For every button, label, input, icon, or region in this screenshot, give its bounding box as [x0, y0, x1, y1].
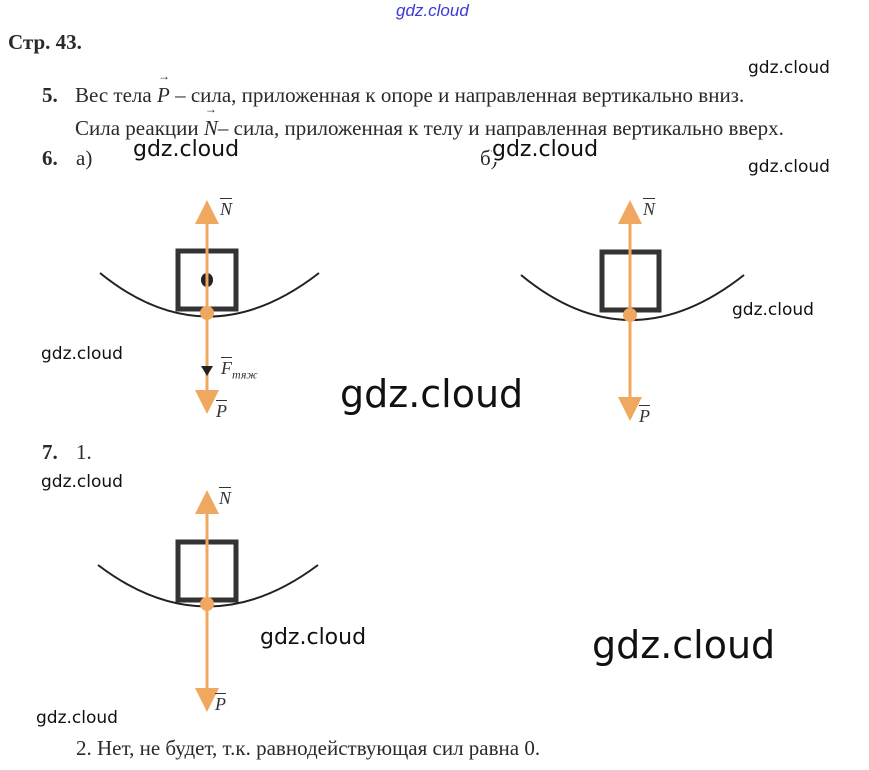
task7-item1: 1.: [76, 440, 92, 464]
text: Вес тела: [75, 83, 152, 107]
label-p: P: [215, 694, 226, 715]
label-text: N: [219, 488, 232, 508]
page-heading: Стр. 43.: [8, 30, 82, 54]
label-text: P: [216, 401, 227, 421]
label-p: P: [639, 406, 650, 427]
label-text: P: [639, 406, 650, 426]
label-subscript: тяж: [232, 367, 258, 382]
task7-number: 7.: [42, 440, 58, 464]
watermark: gdz.cloud: [260, 625, 367, 650]
text: – сила, приложенная к телу и направленна…: [217, 116, 784, 140]
contact-point: [623, 308, 637, 322]
task5-line2: Сила реакции N– сила, приложенная к телу…: [75, 102, 784, 141]
text: Сила реакции: [75, 116, 199, 140]
diagram-6a: [99, 200, 320, 414]
diagram-7: [97, 490, 319, 712]
watermark: gdz.cloud: [592, 623, 776, 667]
watermark: gdz.cloud: [732, 300, 814, 320]
contact-point: [200, 597, 214, 611]
label-text: N: [220, 199, 233, 219]
watermark: gdz.cloud: [748, 58, 830, 78]
label-text: F: [221, 358, 232, 378]
watermark: gdz.cloud: [340, 372, 524, 416]
gravity-arrow: [201, 366, 213, 376]
watermark: gdz.cloud: [133, 137, 240, 162]
watermark: gdz.cloud: [41, 472, 123, 492]
task6-number: 6.: [42, 146, 58, 170]
watermark: gdz.cloud: [36, 708, 118, 728]
label-n: N: [220, 199, 232, 220]
task6-part-a: а): [76, 146, 93, 170]
watermark: gdz.cloud: [41, 344, 123, 364]
label-f-gravity: Fтяж: [221, 358, 258, 383]
diagram-6b: [520, 200, 745, 421]
text: – сила, приложенная к опоре и направленн…: [169, 83, 745, 107]
label-text: P: [215, 694, 226, 714]
task5-line1: Вес тела P – сила, приложенная к опоре и…: [75, 69, 745, 108]
label-n: N: [643, 199, 655, 220]
watermark-top: gdz.cloud: [396, 1, 469, 20]
task7-item2: 2. Нет, не будет, т.к. равнодействующая …: [76, 736, 541, 760]
vector-p: P: [157, 69, 170, 108]
task5-number: 5.: [42, 83, 58, 107]
contact-point: [200, 306, 214, 320]
label-n: N: [219, 488, 231, 509]
label-p: P: [216, 401, 227, 422]
watermark: gdz.cloud: [492, 137, 599, 162]
vector-n: N: [204, 102, 218, 141]
watermark: gdz.cloud: [748, 157, 830, 177]
label-text: N: [643, 199, 656, 219]
